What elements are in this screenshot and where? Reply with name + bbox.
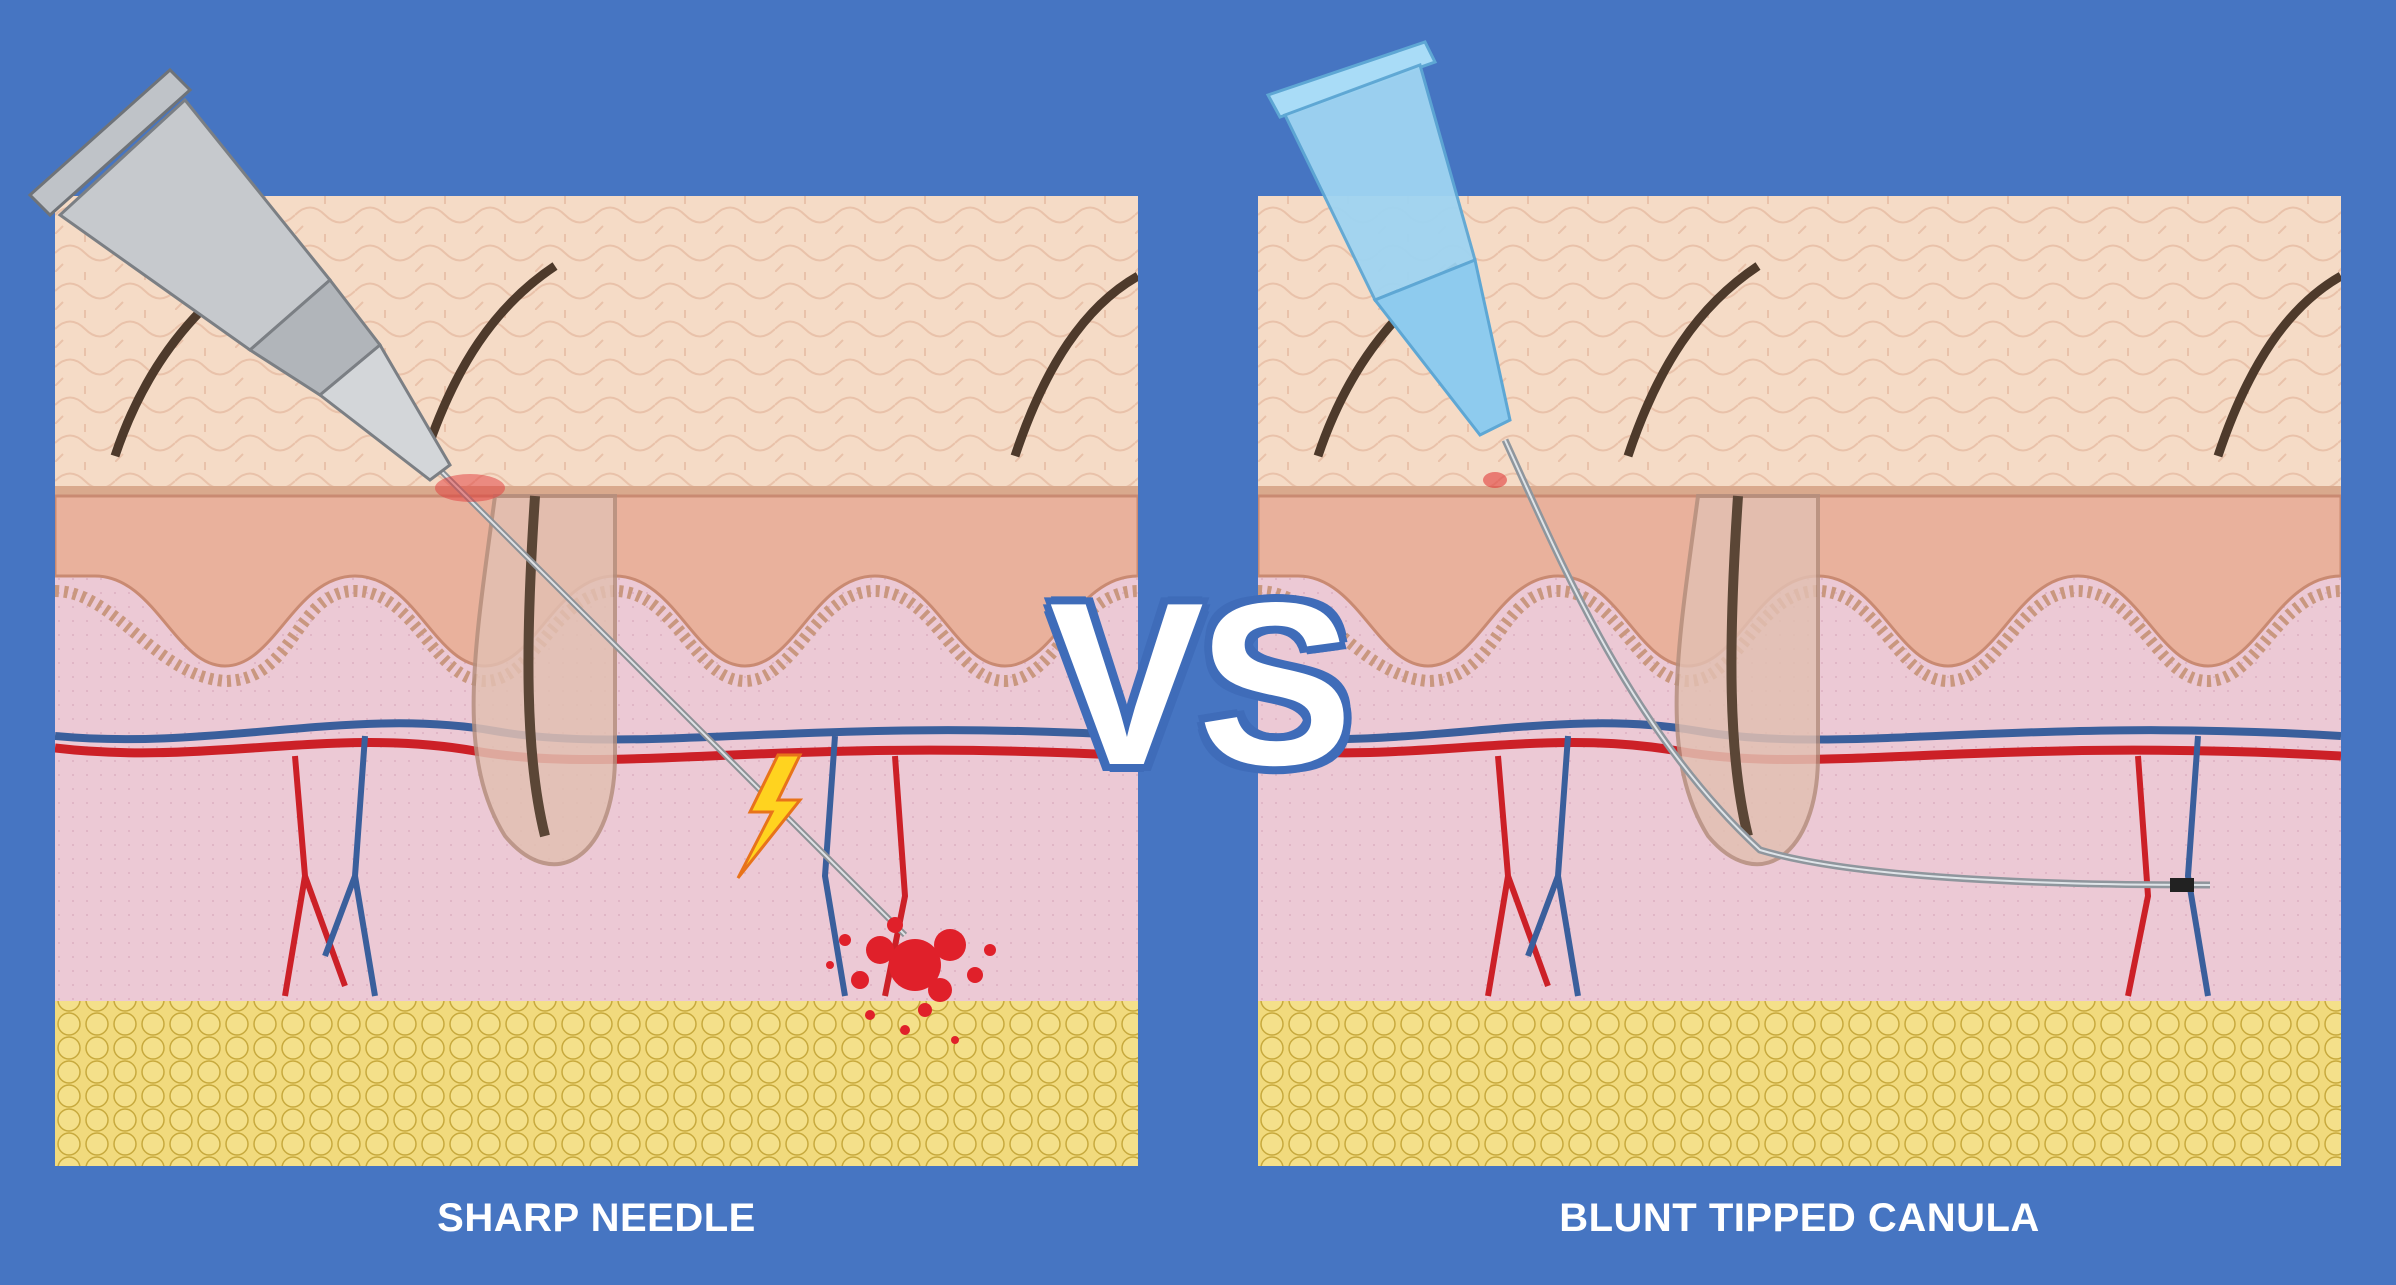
blunt-cannula-illustration	[1258, 196, 2341, 1166]
vs-label: VS	[1049, 555, 1352, 814]
blunt-cannula-caption: BLUNT TIPPED CANULA	[1559, 1196, 2040, 1240]
sharp-needle-illustration	[55, 196, 1138, 1166]
sharp-needle-caption: SHARP NEEDLE	[437, 1196, 756, 1240]
